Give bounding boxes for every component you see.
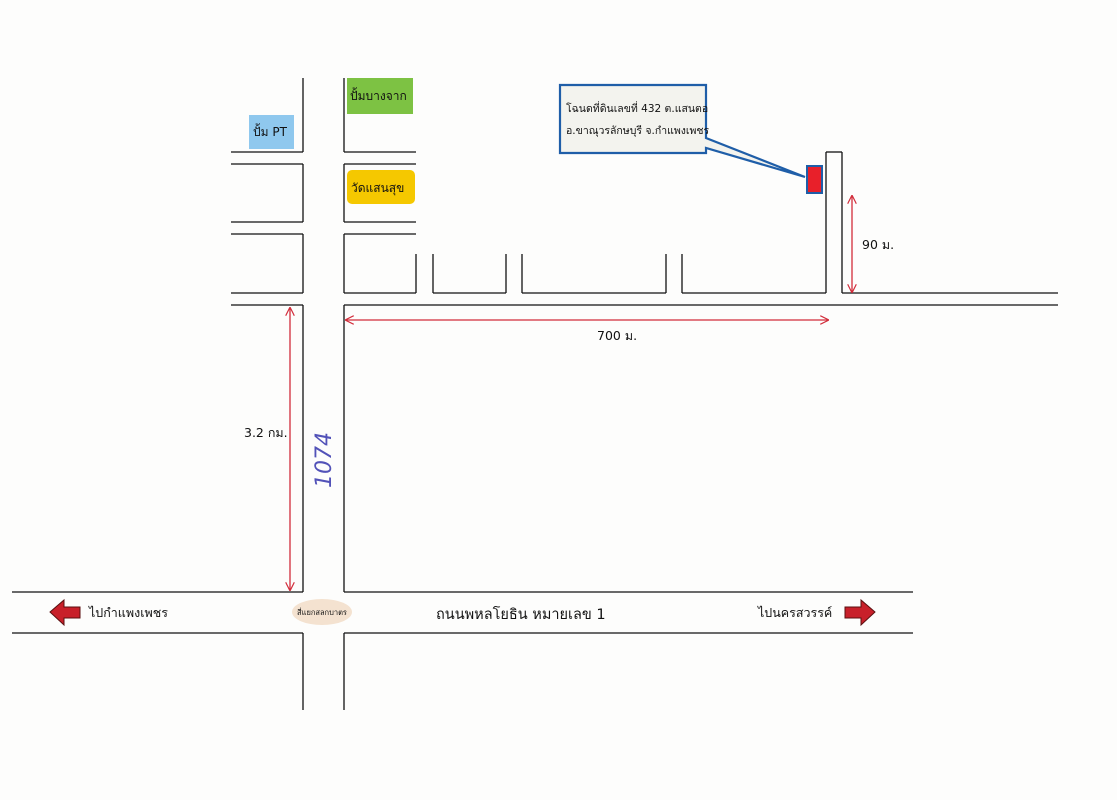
- intersection-blob: [292, 599, 352, 625]
- temple-box: [347, 170, 415, 204]
- road-1074-label: 1074: [312, 432, 337, 488]
- main-road-name: ถนนพหลโยธิน หมายเลข 1: [436, 605, 606, 623]
- left-arrow-shape: [49, 598, 81, 627]
- left-direction-label: ไปกำแพงเพชร: [88, 605, 168, 620]
- right-direction-arrow-icon: [844, 598, 876, 627]
- dist-700m-label: 700 ม.: [597, 328, 637, 343]
- left-direction-arrow-icon: [49, 598, 81, 627]
- pump-bangchak-marker: ปั้มบางจาก: [347, 78, 413, 114]
- callout-line-1: โฉนดที่ดินเลขที่ 432 ต.แสนตอ: [566, 101, 708, 115]
- right-arrow-shape: [844, 598, 876, 627]
- callout-shape: [558, 83, 806, 179]
- callout-line-2: อ.ขาณุวรลักษบุรี จ.กำแพงเพชร: [566, 124, 710, 137]
- intersection-marker: สี่แยกสลกบาตร: [292, 599, 352, 625]
- land-plot-marker: [806, 165, 823, 194]
- intersection-label: สี่แยกสลกบาตร: [297, 607, 347, 617]
- pump-bangchak-label: ปั้มบางจาก: [350, 87, 407, 103]
- dist-3.2km-label: 3.2 กม.: [244, 425, 288, 440]
- pump-pt-box: [249, 115, 294, 149]
- temple-label: วัดแสนสุข: [351, 181, 404, 196]
- dist-90m-label: 90 ม.: [862, 237, 894, 252]
- pump-pt-label: ปั้ม PT: [253, 123, 288, 139]
- land-deed-callout: โฉนดที่ดินเลขที่ 432 ต.แสนตอ อ.ขาณุวรลัก…: [558, 83, 806, 179]
- pump-pt-marker: ปั้ม PT: [249, 115, 294, 149]
- road-lines: [12, 78, 1058, 710]
- temple-marker: วัดแสนสุข: [347, 170, 415, 204]
- pump-bangchak-box: [347, 78, 413, 114]
- dimension-lines: [290, 196, 852, 590]
- right-direction-label: ไปนครสวรรค์: [757, 605, 832, 620]
